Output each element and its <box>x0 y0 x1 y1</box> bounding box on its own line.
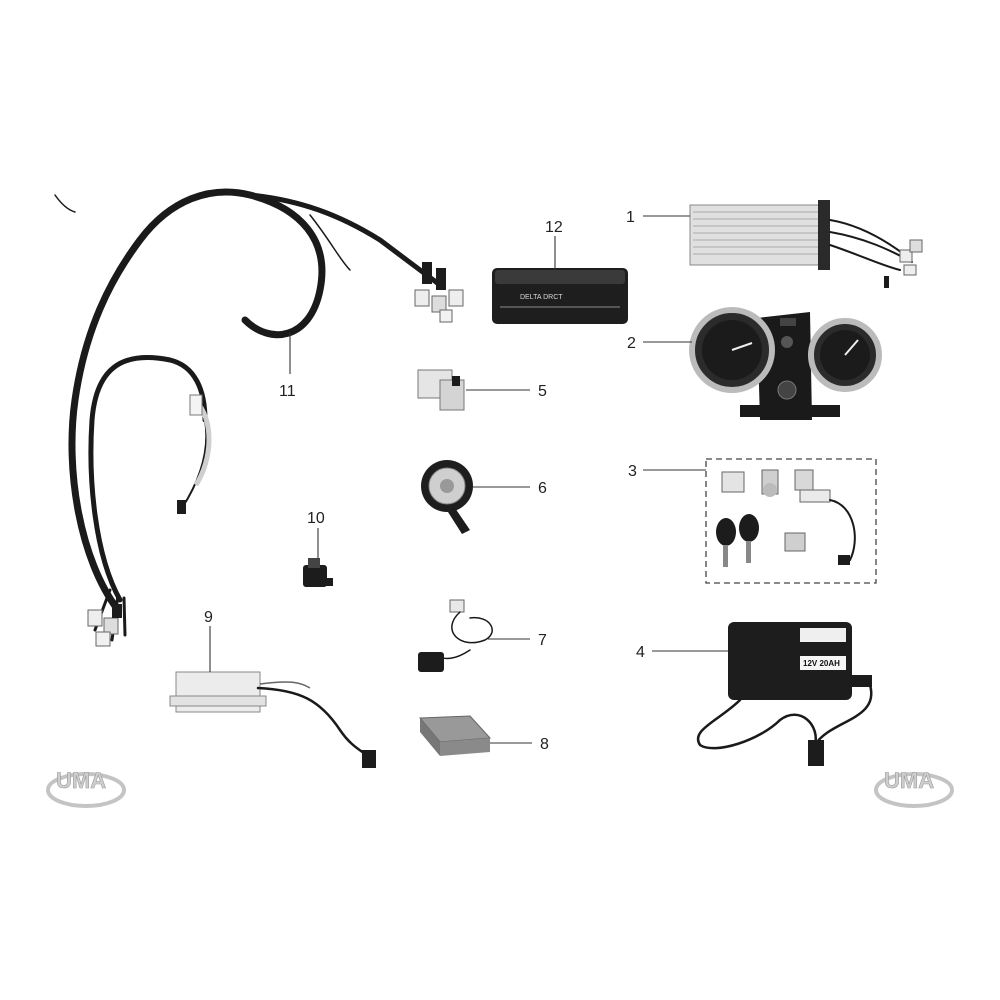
part-10-switch <box>303 558 333 587</box>
part-3-lock-kit <box>705 458 877 584</box>
part-9-converter <box>169 671 376 768</box>
callout-7: 7 <box>538 632 547 649</box>
callout-1: 1 <box>626 209 635 226</box>
callout-2: 2 <box>627 335 636 352</box>
part-8-module <box>418 715 492 756</box>
part-5-flasher-relay <box>417 369 465 411</box>
callout-numbers: 1 2 3 4 5 6 7 8 9 10 11 12 <box>204 209 645 753</box>
part-4-charger: 12V 20AH <box>696 622 873 766</box>
battery-box-marking: DELTA DRCT <box>520 294 563 301</box>
part-12-battery-box: DELTA DRCT <box>492 268 628 324</box>
leader-lines <box>209 215 728 744</box>
callout-9: 9 <box>204 609 213 626</box>
part-7-sensor <box>418 599 493 672</box>
callout-11: 11 <box>279 383 296 400</box>
callout-6: 6 <box>538 480 547 497</box>
charger-label: 12V 20AH <box>803 659 840 668</box>
part-1-controller <box>689 200 923 288</box>
callout-5: 5 <box>538 383 547 400</box>
part-6-horn <box>421 460 473 534</box>
harness-connectors-bottom <box>87 588 127 647</box>
callout-12: 12 <box>545 219 563 236</box>
harness-connectors-top <box>414 262 464 323</box>
brand-logo-right: UMA <box>874 768 954 808</box>
brand-logo-left: UMA <box>46 768 126 808</box>
callout-3: 3 <box>628 463 637 480</box>
part-11-wiring-harness <box>54 188 464 647</box>
callout-4: 4 <box>636 644 645 661</box>
logo-text-left: UMA <box>56 768 106 793</box>
logo-text-right: UMA <box>884 768 934 793</box>
callout-10: 10 <box>307 510 325 527</box>
callout-8: 8 <box>540 736 549 753</box>
part-2-instrument-cluster <box>689 307 882 420</box>
